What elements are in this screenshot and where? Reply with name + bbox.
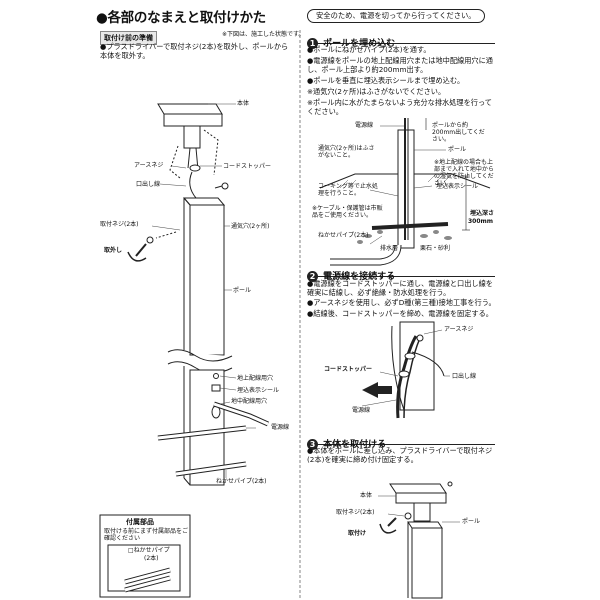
s1-label-pipe: ねかせパイプ(2本)	[318, 232, 369, 239]
s3-label-hontai: 本体	[360, 492, 373, 499]
label-power-line: 電源線	[271, 424, 290, 431]
note-text: ※下図は、施工した状態です。	[222, 31, 305, 38]
step-2-number: 2	[307, 271, 318, 282]
s1-label-gravel: 栗石・砂利	[420, 245, 451, 252]
step-1-bullet-3: ●ポールを垂直に埋込表示シールまで埋め込む。	[307, 76, 465, 85]
s1-label-drain: 排水層	[380, 245, 399, 252]
page-title: ●各部のなまえと取付けかた	[96, 10, 266, 26]
step-2-bullet-2: ●アースネジを使用し、必ずD種(第三種)接地工事を行う。	[307, 298, 496, 307]
s1-label-above-ground: ※地上配線の場合も上部まで入れて地中からの湿気を防止してください。	[434, 159, 494, 187]
s1-label-out200: ポールから約200mm出してください。	[432, 122, 485, 143]
label-ground-screw: アースネジ	[134, 162, 164, 169]
step-2-bullet-1: ●電源線をコードストッパーに通し、電源線と口出し線を確実に結線し、必ず絶縁・防水…	[307, 279, 493, 297]
label-remove: 取外し	[104, 247, 123, 254]
accessory-qty: (2本)	[144, 555, 159, 562]
step-1-bullet-1: ●ポールにねかせパイプ(2本)を通す。	[307, 45, 431, 54]
step-1-bullet-5: ※ポール内に水がたまらないよう充分な排水処理を行ってください。	[307, 98, 492, 116]
s2-label-ground-screw: アースネジ	[444, 326, 474, 333]
s3-label-mount-screw: 取付ネジ(2本)	[336, 509, 375, 516]
s1-label-vent: 通気穴(2ヶ所)はふさがないこと。	[318, 145, 375, 159]
step-1-bullet-4: ※通気穴(2ヶ所)はふさがないでください。	[307, 87, 446, 96]
step-3-bullet-1: ●本体をポールに差し込み、プラスドライバーで取付ネジ(2本)を確実に締め付け固定…	[307, 446, 493, 464]
s2-label-power-line: 電源線	[352, 407, 371, 414]
prep-title: 取付け前の準備	[100, 31, 157, 45]
accessory-text: 取付ける前にまず付属部品をご確認ください	[104, 528, 189, 542]
step-3-header: 3 本体を取付ける	[307, 432, 495, 450]
step-1-header: 1 ポールを埋め込む	[307, 31, 495, 49]
s3-label-attach: 取付け	[348, 530, 367, 537]
label-outlet-line: 口出し線	[136, 181, 161, 188]
prep-text: ●プラスドライバーで取付ネジ(2本)を取外し、ポールから本体を取外す。	[100, 42, 289, 60]
s1-label-cable-note: ※ケーブル・保護管は市販品をご使用ください。	[312, 205, 383, 219]
step-1-number: 1	[307, 38, 318, 49]
step-2-bullet-3: ●結線後、コードストッパーを締め、電源線を固定する。	[307, 309, 493, 318]
s1-label-pole: ポール	[448, 146, 467, 153]
label-above-ground-hole: 地上配線用穴	[237, 375, 274, 382]
step-2-title: 電源線を接続する	[323, 272, 396, 282]
label-mount-screw: 取付ネジ(2本)	[100, 221, 139, 228]
step-1-bullet-2: ●電源線をポールの地上配線用穴または地中配線用穴に通し、ポール上部より約200m…	[307, 56, 493, 74]
accessory-title: 付属部品	[126, 518, 154, 526]
step-2-header: 2 電源線を接続する	[307, 264, 495, 282]
s1-label-depth: 埋込深さ	[470, 210, 495, 217]
step-3-number: 3	[307, 439, 318, 450]
step-3-title: 本体を取付ける	[323, 440, 387, 450]
accessory-item: □ねかせパイプ	[128, 547, 170, 554]
label-underground-hole: 地中配線用穴	[231, 398, 268, 405]
s1-label-seal: 埋込表示シール	[436, 183, 479, 190]
s1-label-power-line: 電源線	[355, 122, 374, 129]
safety-notice: 安全のため、電源を切ってから行ってください。	[307, 9, 485, 23]
s2-label-outlet-line: 口出し線	[452, 373, 477, 380]
label-vent-hole: 通気穴(2ヶ所)	[231, 223, 270, 230]
label-hontai: 本体	[237, 100, 250, 107]
s3-label-pole: ポール	[462, 518, 481, 525]
label-anchor-pipe: ねかせパイプ(2本)	[216, 478, 267, 485]
s1-label-depth-val: 300mm	[468, 218, 494, 225]
label-burial-seal: 埋込表示シール	[237, 387, 280, 394]
s2-label-cord-stopper: コードストッパー	[324, 366, 373, 373]
label-cord-stopper: コードストッパー	[223, 163, 272, 170]
label-pole: ポール	[233, 287, 252, 294]
step-1-title: ポールを埋め込む	[323, 39, 396, 49]
s1-label-caulk: コーキング等で止水処理を行うこと。	[318, 183, 378, 197]
